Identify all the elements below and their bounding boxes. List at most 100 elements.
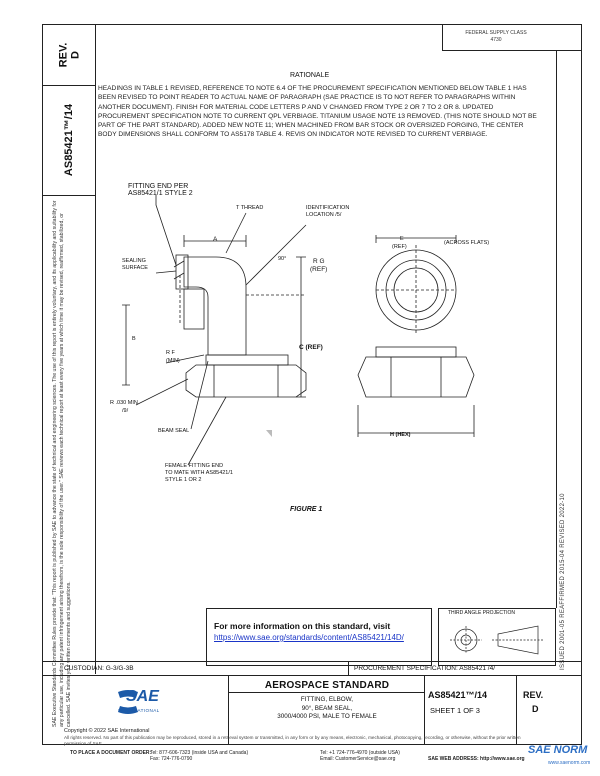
- dim-b-line: [122, 304, 130, 386]
- sae-logo-sub: INTERNATIONAL: [118, 708, 160, 713]
- fed-supply-box: [442, 25, 582, 51]
- document-number-side: AS85421™/14: [43, 85, 95, 195]
- label-across-flats: (ACROSS FLATS): [444, 240, 490, 246]
- label-r-min: R .030 MIN: [110, 400, 138, 406]
- contact-fax: Fax: 724-776-0790: [150, 756, 193, 762]
- footer-notice: All rights reserved. No part of this pub…: [64, 735, 521, 746]
- sae-logo-mark-icon: [118, 690, 138, 714]
- revision-dates: ISSUED 2001-05 REAFFIRMED 2015-04 REVISE…: [560, 390, 578, 670]
- label-id-location: IDENTIFICATION LOCATION /5/: [306, 205, 350, 218]
- elbow-body-outline: [183, 256, 247, 356]
- label-rf: R F: [166, 350, 175, 356]
- label-sealing-surface: SEALING SURFACE: [122, 258, 148, 271]
- part-title: FITTING, ELBOW, 90°, BEAM SEAL, 3000/400…: [232, 696, 422, 722]
- hex-nut-side: [185, 364, 307, 398]
- procurement-spec: PROCUREMENT SPECIFICATION: AS85421 /4/: [354, 665, 495, 672]
- info-box: [206, 608, 432, 666]
- sealing-surface-marks: [173, 260, 185, 280]
- rev-divider: [43, 85, 95, 86]
- docnum-divider: [43, 195, 95, 196]
- figure-drawing: [122, 195, 475, 466]
- leader-id-location: [245, 224, 307, 286]
- label-dim-e-ref: (REF): [392, 244, 407, 250]
- label-dim-a: A: [213, 236, 218, 243]
- sheet-rev-label: REV.: [56, 42, 69, 68]
- label-dim-e: E: [400, 236, 404, 242]
- custodian: CUSTODIAN: G-3/G-3B: [64, 665, 134, 672]
- part-title-line: FITTING, ELBOW,: [300, 696, 354, 703]
- label-dim-c: C (REF): [299, 344, 323, 351]
- label-angle: 90°: [278, 256, 287, 262]
- row-divider: [348, 661, 349, 675]
- row-bottom-line: [43, 675, 581, 676]
- label-dim-h: H (HEX): [390, 432, 411, 438]
- tb-div2: [424, 675, 425, 745]
- rationale-title: RATIONALE: [290, 72, 330, 79]
- revision-dates-text: ISSUED 2001-05 REAFFIRMED 2015-04 REVISE…: [560, 493, 566, 670]
- end-view-hex-facets: [390, 357, 442, 397]
- leader-t-thread: [225, 212, 247, 254]
- hex-nut-facets: [213, 365, 279, 397]
- part-title-line: 3000/4000 PSI, MALE TO FEMALE: [277, 713, 377, 720]
- label-dim-b: B: [132, 336, 136, 342]
- fed-supply-class: FEDERAL SUPPLY CLASS 4730: [465, 30, 527, 43]
- leader-rf: [165, 354, 205, 364]
- figure-caption: FIGURE 1: [290, 506, 323, 513]
- end-view-seal: [375, 346, 457, 358]
- leader-r-min: [135, 378, 189, 406]
- leader-female-end: [187, 396, 227, 466]
- sae-logo-text: SAE: [126, 688, 159, 705]
- sae-logo: SAE INTERNATIONAL: [108, 686, 208, 726]
- row-top-line: [43, 661, 581, 662]
- rationale-text: Headings in Table 1 revised, reference t…: [98, 85, 537, 139]
- part-title-line: 90°, BEAM SEAL,: [301, 704, 353, 712]
- legal-notice-text: SAE Executive Standards Committee Rules …: [52, 200, 72, 727]
- right-strip-divider: [556, 51, 557, 608]
- label-rf-min: (MIN): [166, 358, 180, 364]
- projection-box: [438, 608, 556, 666]
- projection-symbol-icon: [450, 625, 544, 655]
- male-end-flange: [175, 254, 189, 290]
- legal-notice: SAE Executive Standards Committee Rules …: [52, 192, 82, 727]
- dim-e-line: [375, 235, 457, 243]
- watermark-sub: www.saenorm.com: [548, 760, 591, 766]
- tb-div1: [228, 675, 229, 745]
- contact-web: SAE WEB ADDRESS: http://www.sae.org: [428, 756, 525, 762]
- label-female-end: FEMALE FITTING END TO MATE WITH AS85421/…: [165, 463, 233, 483]
- projection-label: THIRD ANGLE PROJECTION: [448, 610, 515, 616]
- left-strip-divider: [95, 24, 96, 674]
- sheet-number: SHEET 1 OF 3: [430, 706, 480, 715]
- end-view-hex: [357, 356, 475, 398]
- title-heading: AEROSPACE STANDARD: [264, 680, 390, 691]
- page-border: [42, 24, 582, 745]
- beam-seal-ring: [205, 354, 289, 366]
- leader-sealing: [155, 270, 177, 274]
- tb-heading-line: [228, 692, 424, 693]
- copyright: Copyright © 2022 SAE International: [64, 728, 150, 734]
- leader-fitting-end: [155, 195, 177, 266]
- sheet-rev-value: D: [68, 51, 81, 59]
- saenorm-watermark: SAE NORM www.saenorm.com: [518, 742, 600, 776]
- order-label: TO PLACE A DOCUMENT ORDER:: [70, 750, 152, 756]
- contact-tel1: Tel: 877-606-7323 (inside USA and Canada…: [150, 750, 249, 756]
- title-rev-label: REV.: [523, 690, 544, 700]
- title-rev-value: D: [532, 704, 539, 714]
- hatch-mark: [266, 430, 272, 437]
- dim-h-line: [357, 405, 475, 437]
- contact-tel2: Tel: +1 724-776-4970 (outside USA): [320, 750, 400, 756]
- male-end-thread: [183, 288, 205, 330]
- document-number: AS85421™/14: [63, 103, 76, 177]
- sheet-rev-box: REV.D: [43, 25, 95, 85]
- standard-link[interactable]: https://www.sae.org/standards/content/AS…: [214, 633, 404, 642]
- title-doc-number: AS85421™/14: [428, 690, 488, 700]
- label-r-note: /9/: [122, 408, 129, 414]
- label-t-thread: T THREAD: [236, 205, 264, 211]
- label-fitting-end: FITTING END PER AS85421/1 STYLE 2: [128, 183, 193, 197]
- watermark-text: SAE NORM: [528, 744, 588, 756]
- label-beam-seal: BEAM SEAL: [158, 428, 190, 434]
- contact-email: Email: CustomerService@sae.org: [320, 756, 396, 762]
- info-heading: For more information on this standard, v…: [214, 621, 391, 631]
- dim-c-line: [296, 256, 306, 398]
- end-view-centerlines: [376, 245, 456, 335]
- leader-beam-seal: [190, 360, 209, 430]
